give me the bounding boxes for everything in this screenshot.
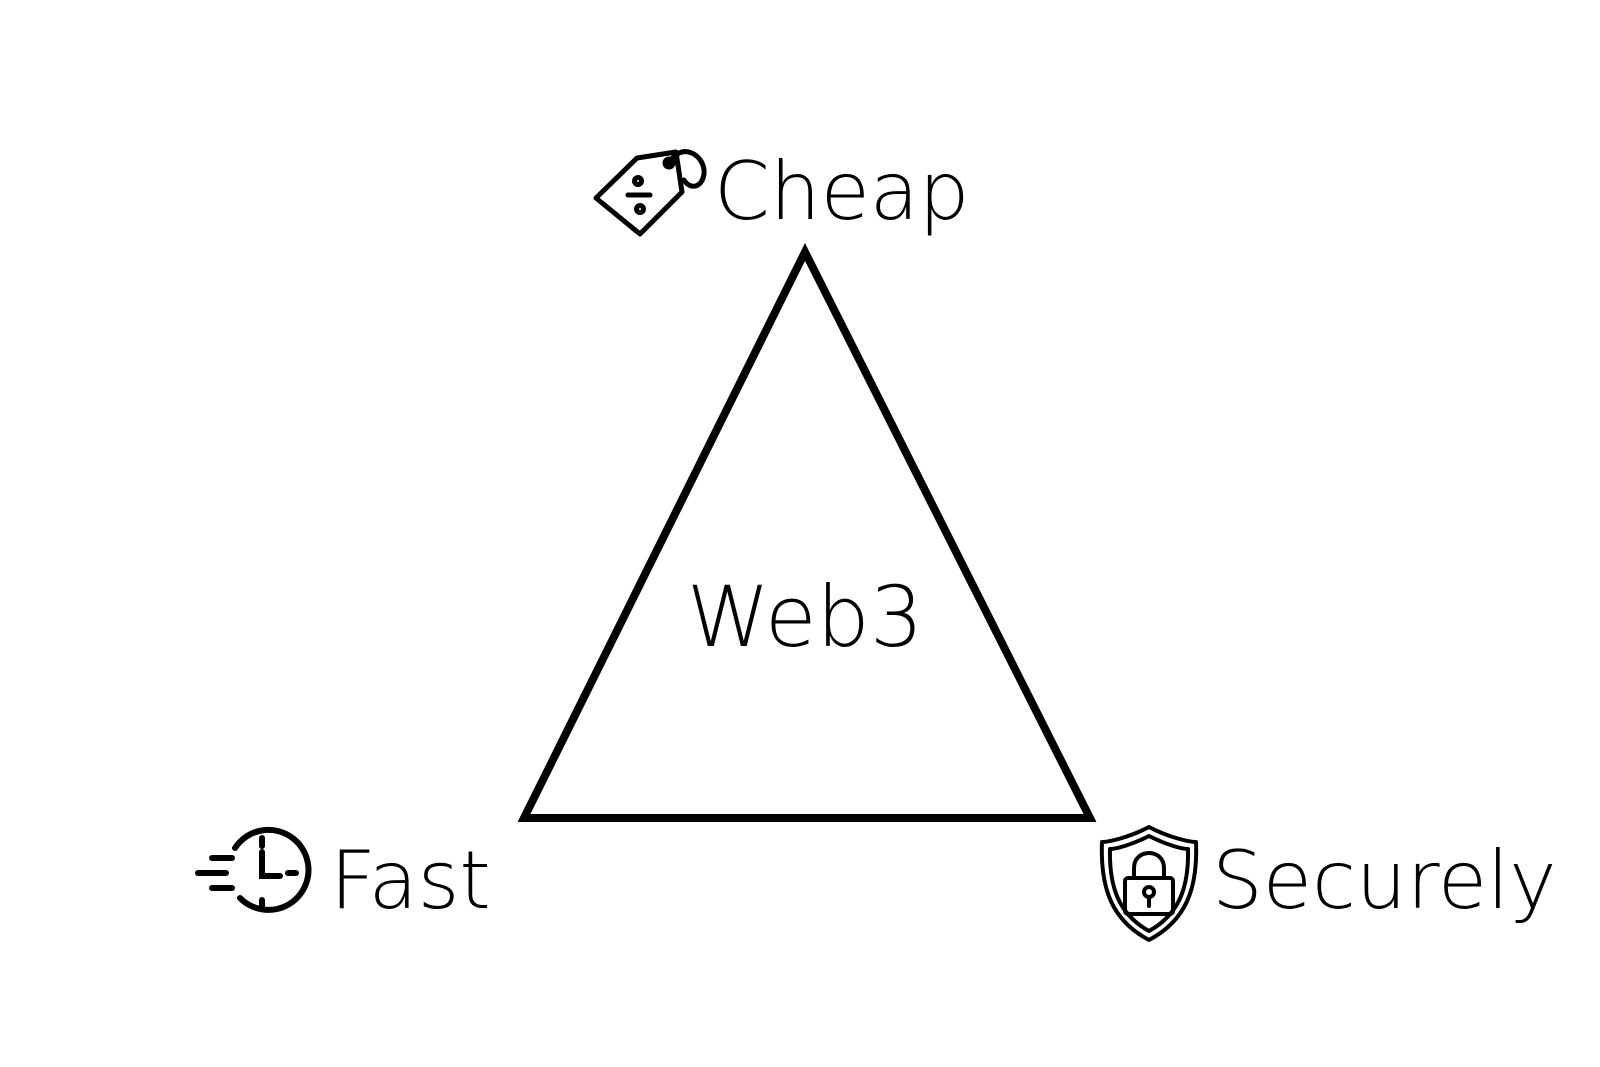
center-label: Web3 xyxy=(687,568,924,666)
fast-clock-icon xyxy=(195,826,312,913)
corner-label-top: Cheap xyxy=(714,145,970,238)
price-tag-icon xyxy=(593,149,707,237)
corner-label-bottom-left: Fast xyxy=(330,834,491,927)
trilemma-triangle xyxy=(517,243,1097,822)
shield-lock-icon xyxy=(1099,825,1199,942)
corner-label-bottom-right: Securely xyxy=(1212,834,1557,927)
